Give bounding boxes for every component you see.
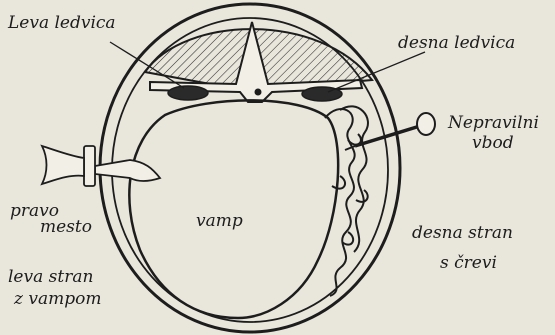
label-belly: vamp xyxy=(196,211,243,231)
trocar-wrong xyxy=(345,113,435,150)
label-right-kidney: desna ledvica xyxy=(398,33,515,53)
label-left-kidney: Leva ledvica xyxy=(7,13,116,33)
label-right-place-2: mesto xyxy=(40,217,92,237)
intestines xyxy=(325,106,368,296)
label-wrong-stab-1: Nepravilni xyxy=(447,113,539,133)
label-wrong-stab-2: vbod xyxy=(472,133,514,153)
label-right-side-2: s črevi xyxy=(440,253,497,273)
vertebra-canal xyxy=(255,89,262,96)
label-left-side-2: z vampom xyxy=(13,289,101,309)
label-right-side-1: desna stran xyxy=(412,223,513,243)
left-kidney xyxy=(168,86,208,100)
label-left-side-1: leva stran xyxy=(8,267,93,287)
